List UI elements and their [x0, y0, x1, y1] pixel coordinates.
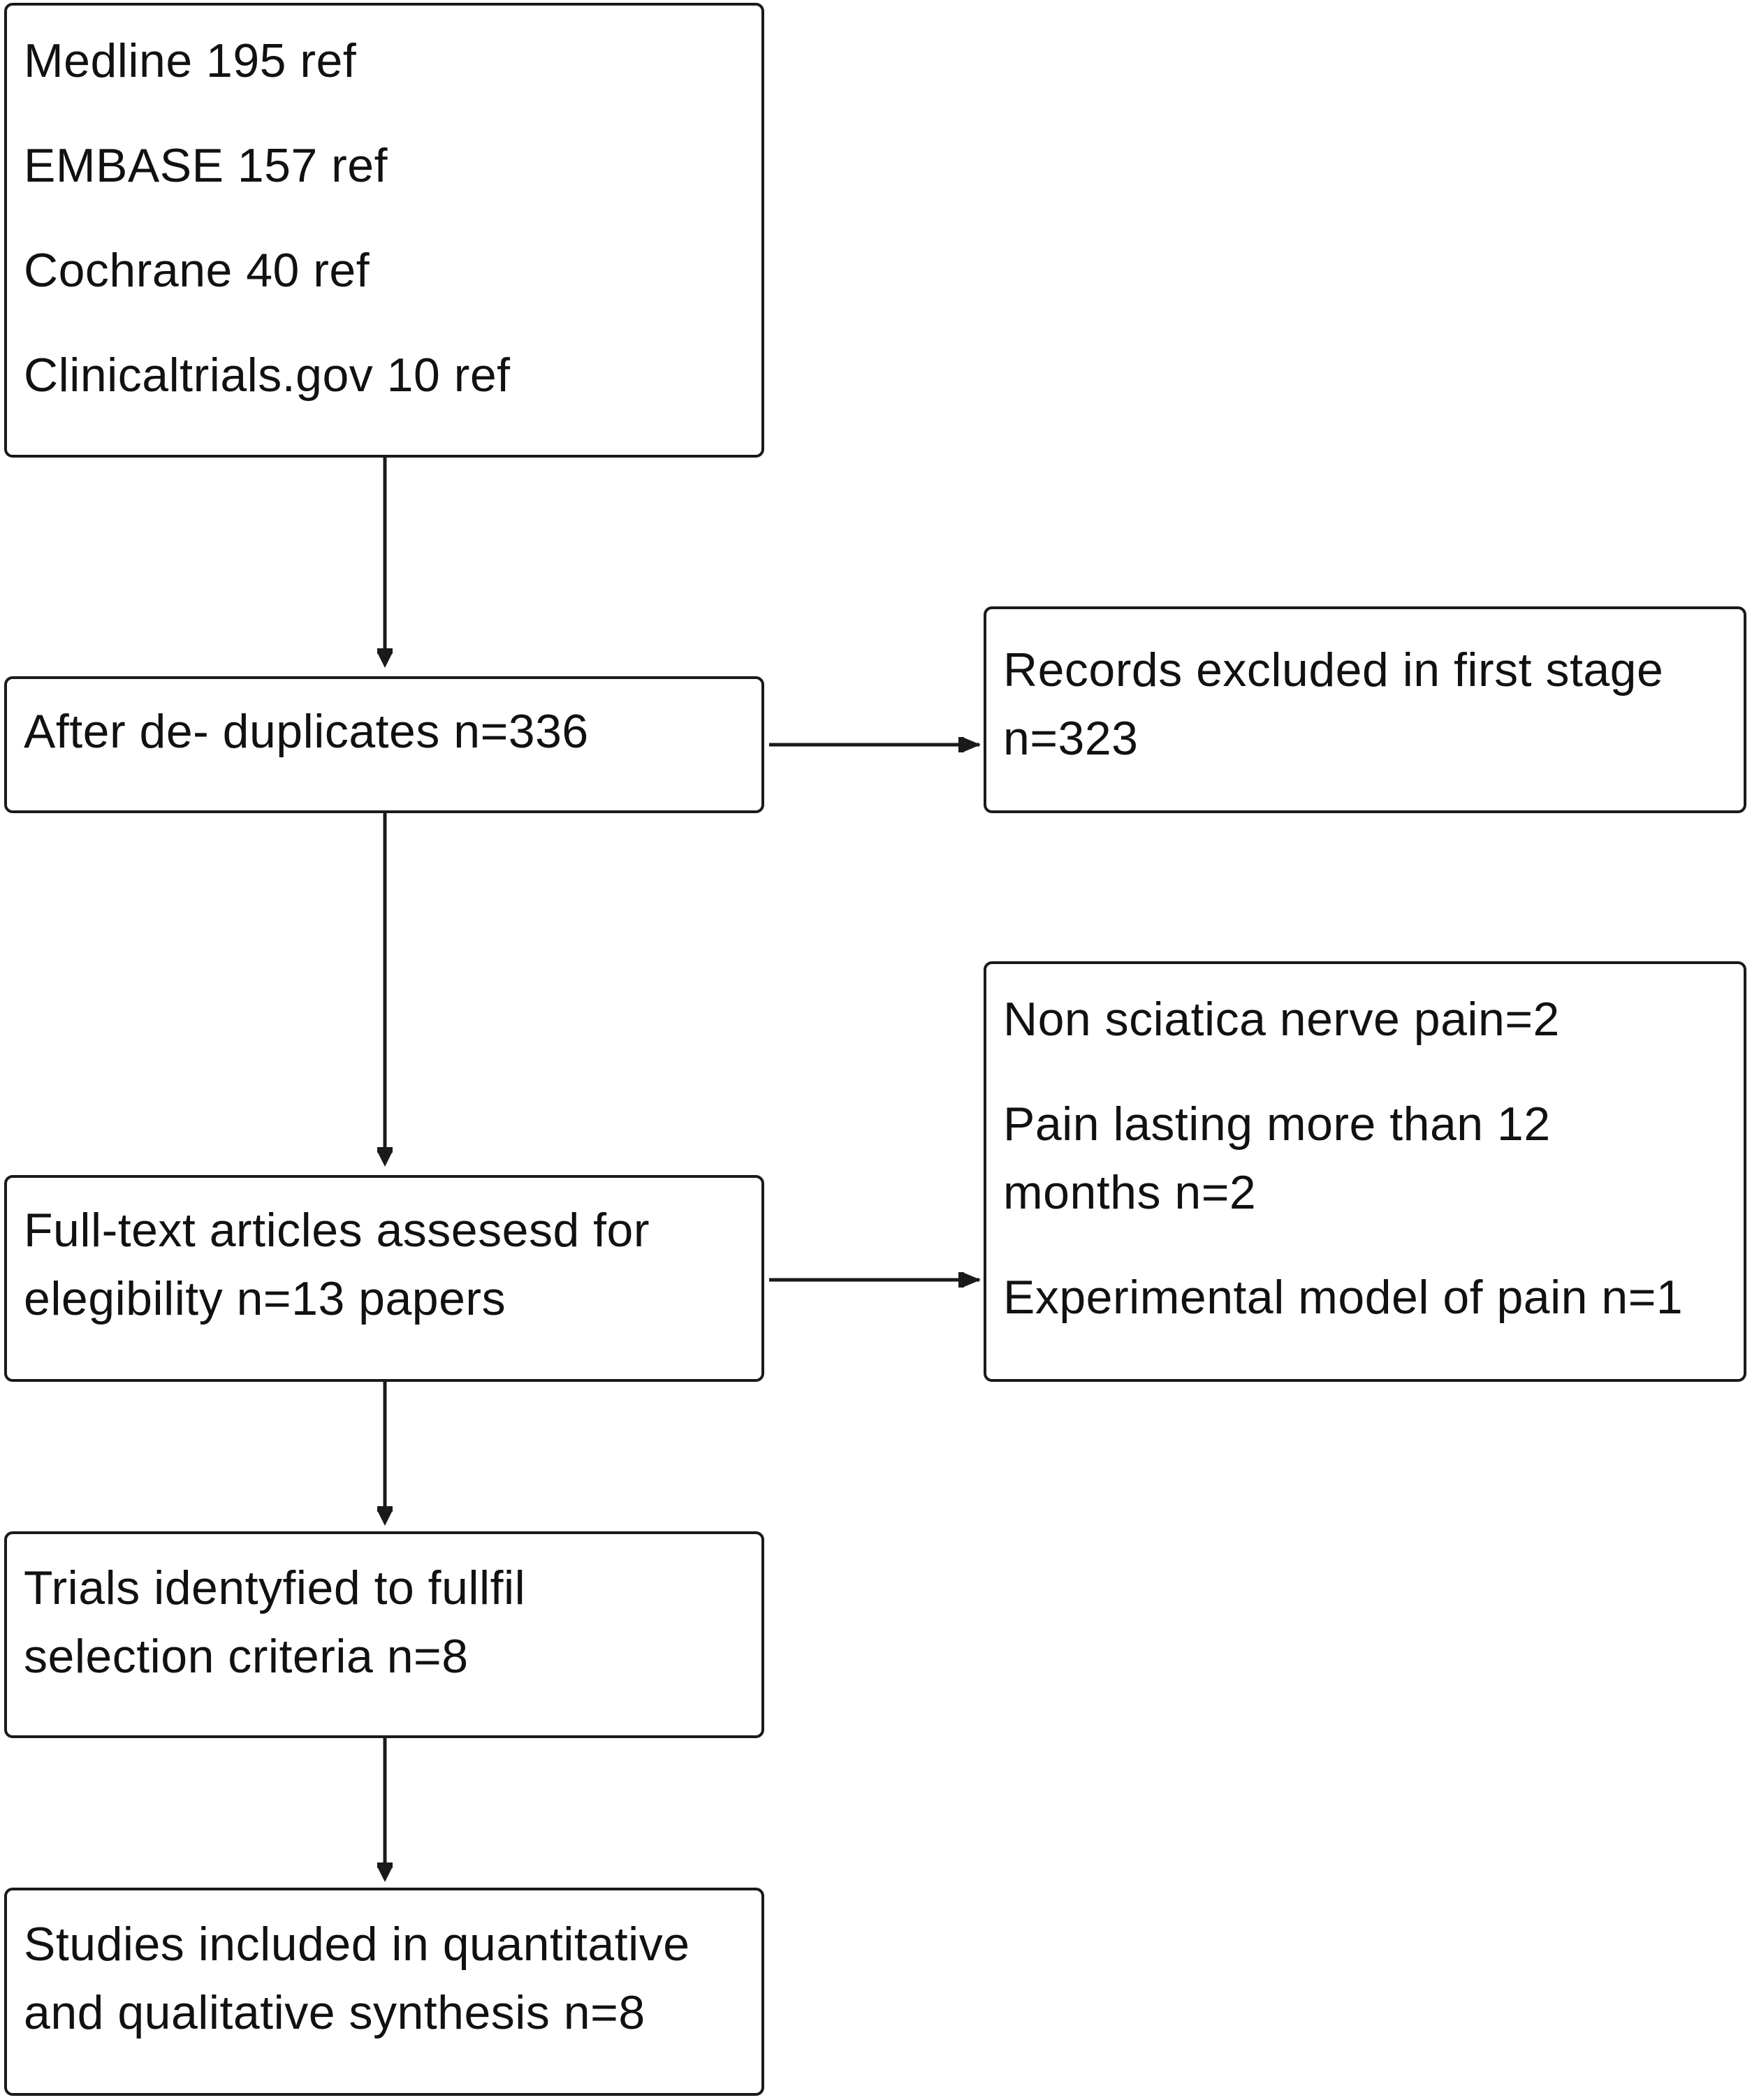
- fulltext-line-2: elegibility n=13 papers: [24, 1272, 506, 1325]
- box-records-excluded: Records excluded in first stage n=323: [984, 606, 1746, 813]
- arrow-sources-to-dedup: [377, 458, 393, 668]
- arrow-fulltext-to-trials: [377, 1382, 393, 1526]
- arrow-trials-to-included: [377, 1738, 393, 1882]
- exclusion-pain-duration-line-2: months n=2: [1003, 1166, 1257, 1219]
- fulltext-line-1: Full-text articles assesesd for: [24, 1204, 650, 1257]
- included-line-2: and qualitative synthesis n=8: [24, 1986, 645, 2039]
- excluded-label-text: Records excluded in first stage: [1003, 643, 1664, 697]
- box-after-deduplication: After de- duplicates n=336: [4, 676, 764, 813]
- box-trials-identified: Trials identyfied to fullfil selection c…: [4, 1531, 764, 1738]
- exclusion-pain-duration-line-1: Pain lasting more than 12: [1003, 1098, 1551, 1151]
- trials-line-2: selection criteria n=8: [24, 1630, 469, 1683]
- source-clinicaltrials: Clinicaltrials.gov 10 ref: [24, 349, 511, 402]
- arrow-dedup-to-excluded: [769, 737, 981, 752]
- included-line-1: Studies included in quantitative: [24, 1918, 690, 1971]
- source-embase: EMBASE 157 ref: [24, 139, 388, 192]
- source-cochrane: Cochrane 40 ref: [24, 244, 370, 297]
- source-medline: Medline 195 ref: [24, 34, 357, 87]
- excluded-count-text: n=323: [1003, 712, 1139, 765]
- dedup-count-text: After de- duplicates n=336: [24, 705, 589, 758]
- trials-line-1: Trials identyfied to fullfil: [24, 1561, 526, 1614]
- arrow-dedup-to-fulltext: [377, 813, 393, 1167]
- box-full-text-assessed: Full-text articles assesesd for elegibil…: [4, 1175, 764, 1382]
- box-studies-included: Studies included in quantitative and qua…: [4, 1888, 764, 2096]
- box-database-sources: Medline 195 ref EMBASE 157 ref Cochrane …: [4, 3, 764, 458]
- exclusion-non-sciatica: Non sciatica nerve pain=2: [1003, 993, 1560, 1046]
- exclusion-experimental-model: Experimental model of pain n=1: [1003, 1271, 1684, 1324]
- box-fulltext-exclusions: Non sciatica nerve pain=2 Pain lasting m…: [984, 961, 1746, 1382]
- arrow-fulltext-to-exclusions: [769, 1272, 981, 1288]
